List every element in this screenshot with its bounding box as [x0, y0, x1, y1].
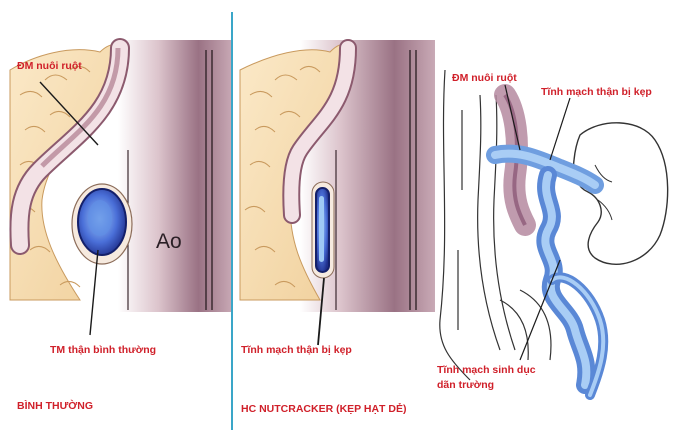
panel-anatomy: [439, 69, 669, 400]
panel3-gonadal-label-line2: dãn trường: [437, 379, 495, 391]
kidney: [572, 122, 669, 266]
panel1-artery-label: ĐM nuôi ruột: [17, 60, 82, 72]
panel3-artery-label: ĐM nuôi ruột: [452, 72, 517, 84]
panel1-vein-label: TM thận bình thường: [50, 344, 157, 356]
panel-normal: [9, 38, 233, 336]
panel3-vein-label: Tĩnh mạch thận bị kẹp: [541, 86, 652, 98]
panel2-caption: HC NUTCRACKER (KẸP HẠT DẺ): [241, 403, 407, 415]
aorta-shape: [118, 40, 233, 312]
panel-nutcracker: [239, 39, 435, 346]
aorta-label: Ao: [156, 230, 182, 253]
panel1-caption: BÌNH THƯỜNG: [17, 400, 93, 412]
panel3-gonadal-label-line1: Tĩnh mạch sinh dục: [437, 364, 536, 376]
panel2-vein-label: Tĩnh mạch thận bị kẹp: [241, 344, 352, 356]
